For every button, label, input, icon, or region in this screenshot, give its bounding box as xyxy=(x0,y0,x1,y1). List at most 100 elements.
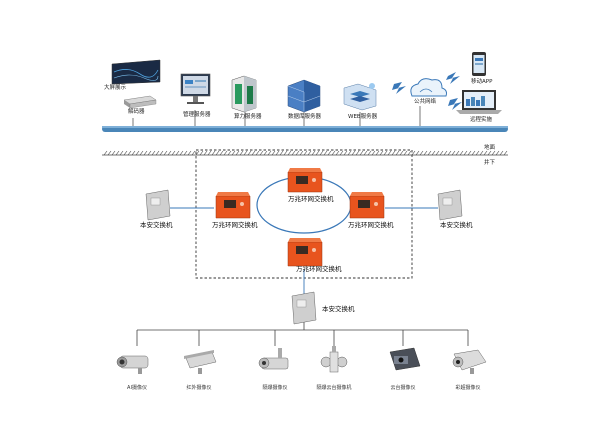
ring-switch-right-device xyxy=(349,192,385,219)
ground-hatch-mark xyxy=(443,150,448,156)
ground-hatch-mark xyxy=(295,150,300,156)
ground-hatch-mark xyxy=(387,150,392,156)
safe-switch-center-label: 本安交换机 xyxy=(322,305,355,313)
ground-hatch-mark xyxy=(163,150,168,156)
ground-hatch-mark xyxy=(423,150,428,156)
ground-hatch-mark xyxy=(191,150,196,156)
camera-ptz-icon xyxy=(389,347,421,371)
ground-hatch-mark xyxy=(391,150,396,156)
camera-infrared-icon xyxy=(184,350,217,374)
ground-hatch-mark xyxy=(275,150,280,156)
ground-hatch-mark xyxy=(355,150,360,156)
ground-hatch-mark xyxy=(463,150,468,156)
safe-switch-left-label: 本安交换机 xyxy=(140,221,173,229)
ground-hatch-mark xyxy=(383,150,388,156)
ground-hatch-mark xyxy=(427,150,432,156)
ground-hatch-mark xyxy=(271,150,276,156)
ground-hatch-mark xyxy=(319,150,324,156)
ground-hatch-mark xyxy=(399,150,404,156)
ground-line xyxy=(102,150,508,156)
underground-label: 井下 xyxy=(484,160,496,166)
ground-hatch-mark xyxy=(231,150,236,156)
management-server-label: 管理服务器 xyxy=(183,112,211,118)
ground-hatch-mark xyxy=(311,150,316,156)
ground-hatch-mark xyxy=(215,150,220,156)
ground-hatch-mark xyxy=(307,150,312,156)
ground-hatch-mark xyxy=(111,150,116,156)
ground-hatch-mark xyxy=(431,150,436,156)
ground-hatch-mark xyxy=(235,150,240,156)
ground-hatch-mark xyxy=(143,150,148,156)
public-network-label: 公共网络 xyxy=(414,99,437,105)
web-server-icon xyxy=(343,83,377,111)
compute-server-label: 算力服务器 xyxy=(234,114,262,120)
ground-hatch-mark xyxy=(439,150,444,156)
ring-switch-top-device xyxy=(287,168,323,193)
ground-hatch-mark xyxy=(247,150,252,156)
ground-hatch-mark xyxy=(223,150,228,156)
wireless-signal-icon xyxy=(392,72,462,110)
camera-color-ultrasound-label: 彩超摄像仪 xyxy=(455,385,481,391)
ground-hatch-mark xyxy=(135,150,140,156)
ground-hatch-mark xyxy=(227,150,232,156)
ground-hatch-mark xyxy=(371,150,376,156)
cloud-icon xyxy=(410,78,447,97)
ground-hatch-mark xyxy=(287,150,292,156)
backbone-highlight xyxy=(102,126,508,128)
ground-hatch-mark xyxy=(303,150,308,156)
ground-hatch-mark xyxy=(459,150,464,156)
ground-hatch-mark xyxy=(187,150,192,156)
compute-server-icon xyxy=(231,75,257,113)
ring-switch-right-label: 万兆环网交换机 xyxy=(348,221,394,229)
ground-hatch-mark xyxy=(451,150,456,156)
ground-hatch-mark xyxy=(407,150,412,156)
ground-label: 地面 xyxy=(484,145,496,151)
camera-ai-icon xyxy=(116,355,149,374)
ground-hatch-mark xyxy=(139,150,144,156)
ground-hatch-mark xyxy=(475,150,480,156)
big-screen-label: 大屏展示 xyxy=(104,85,127,91)
ground-hatch-mark xyxy=(179,150,184,156)
ground-hatch-mark xyxy=(491,150,496,156)
ground-hatch-mark xyxy=(479,150,484,156)
ground-hatch-mark xyxy=(203,150,208,156)
ground-hatch-mark xyxy=(123,150,128,156)
laptop-icon xyxy=(456,90,502,114)
ground-hatch-mark xyxy=(447,150,452,156)
ground-hatch-mark xyxy=(251,150,256,156)
camera-color-ultrasound-icon xyxy=(452,349,487,374)
ground-hatch-mark xyxy=(155,150,160,156)
ground-hatch-mark xyxy=(243,150,248,156)
big-screen-icon xyxy=(111,59,161,85)
safe-switch-right-label: 本安交换机 xyxy=(440,221,473,229)
ground-hatch-mark xyxy=(403,150,408,156)
safe-switch-center-device xyxy=(291,291,317,325)
ground-hatch-mark xyxy=(159,150,164,156)
ground-hatch-mark xyxy=(151,150,156,156)
mobile-phone-icon xyxy=(472,52,486,76)
side-connectors xyxy=(170,207,438,294)
ground-hatch-mark xyxy=(171,150,176,156)
ground-hatch-mark xyxy=(419,150,424,156)
ring-switch-bottom-label: 万兆环网交换机 xyxy=(296,265,342,273)
camera-bus xyxy=(136,322,469,346)
camera-explosion-proof-icon xyxy=(258,348,289,370)
ground-hatch-mark xyxy=(363,150,368,156)
ground-hatch-mark xyxy=(211,150,216,156)
ground-hatch-mark xyxy=(103,150,108,156)
camera-ai-label: AI摄像仪 xyxy=(127,385,147,391)
ground-hatch-mark xyxy=(279,150,284,156)
camera-infrared-label: 红外摄像仪 xyxy=(186,385,212,391)
ground-hatch-mark xyxy=(167,150,172,156)
remote-access-label: 远程实施 xyxy=(470,117,493,123)
database-server-icon xyxy=(287,79,321,113)
ground-hatch-mark xyxy=(107,150,112,156)
ground-hatch-mark xyxy=(147,150,152,156)
ground-hatch-mark xyxy=(351,150,356,156)
ring-switch-left-device xyxy=(215,192,251,219)
ground-hatch-mark xyxy=(115,150,120,156)
management-server-icon xyxy=(180,73,211,104)
ground-hatch-mark xyxy=(259,150,264,156)
ground-hatch-mark xyxy=(359,150,364,156)
ground-hatch-mark xyxy=(283,150,288,156)
